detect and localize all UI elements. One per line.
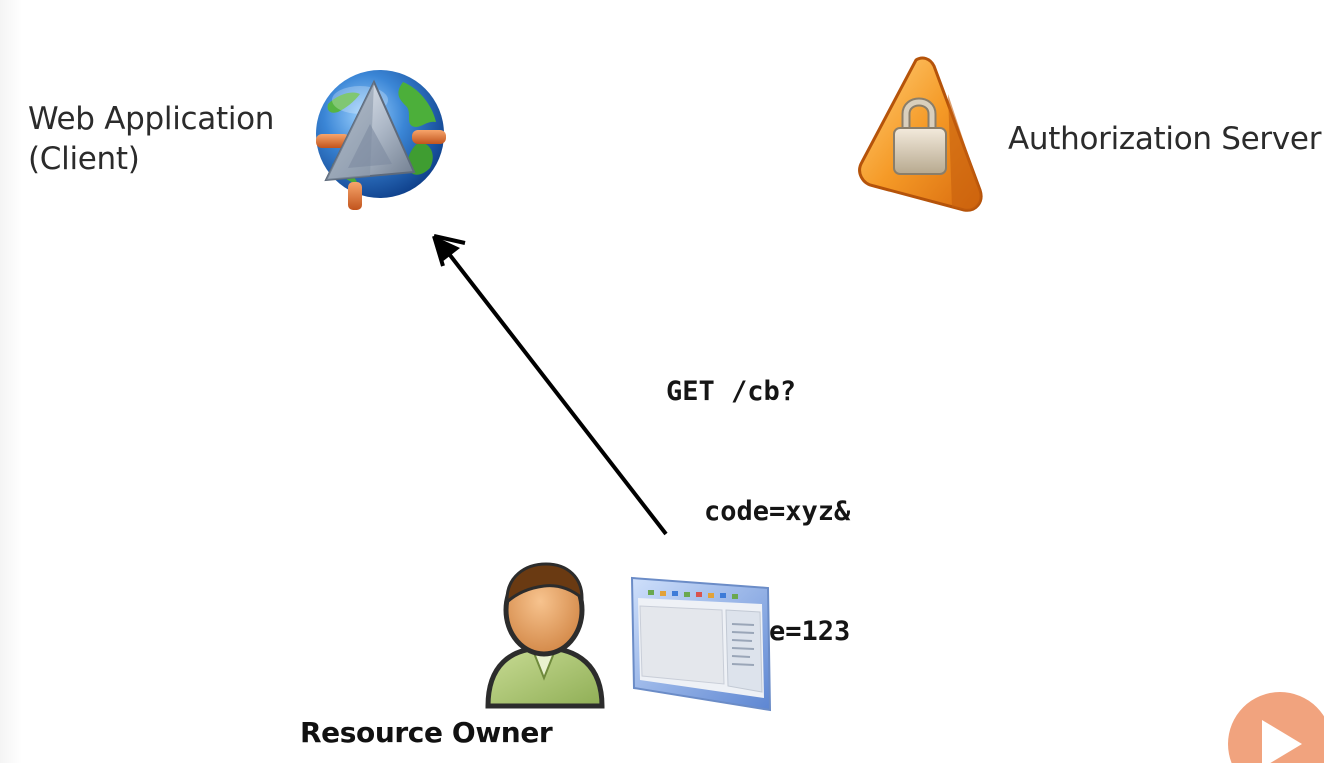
request-line-2: code=xyz& bbox=[704, 496, 851, 527]
browser-window-icon bbox=[630, 576, 772, 712]
request-line-1: GET /cb? bbox=[666, 376, 797, 407]
callback-request-label: GET /cb? code=xyz& state=123 bbox=[666, 292, 850, 732]
client-label-line2: (Client) bbox=[28, 141, 140, 177]
client-label: Web Application (Client) bbox=[28, 99, 274, 179]
client-label-line1: Web Application bbox=[28, 101, 275, 137]
globe-app-icon bbox=[316, 70, 446, 210]
lock-warning-icon bbox=[858, 56, 983, 212]
resource-owner-label: Resource Owner bbox=[300, 716, 553, 749]
user-icon bbox=[485, 562, 605, 709]
authorization-server-label: Authorization Server bbox=[1008, 121, 1322, 157]
play-button-icon[interactable] bbox=[1228, 686, 1324, 763]
